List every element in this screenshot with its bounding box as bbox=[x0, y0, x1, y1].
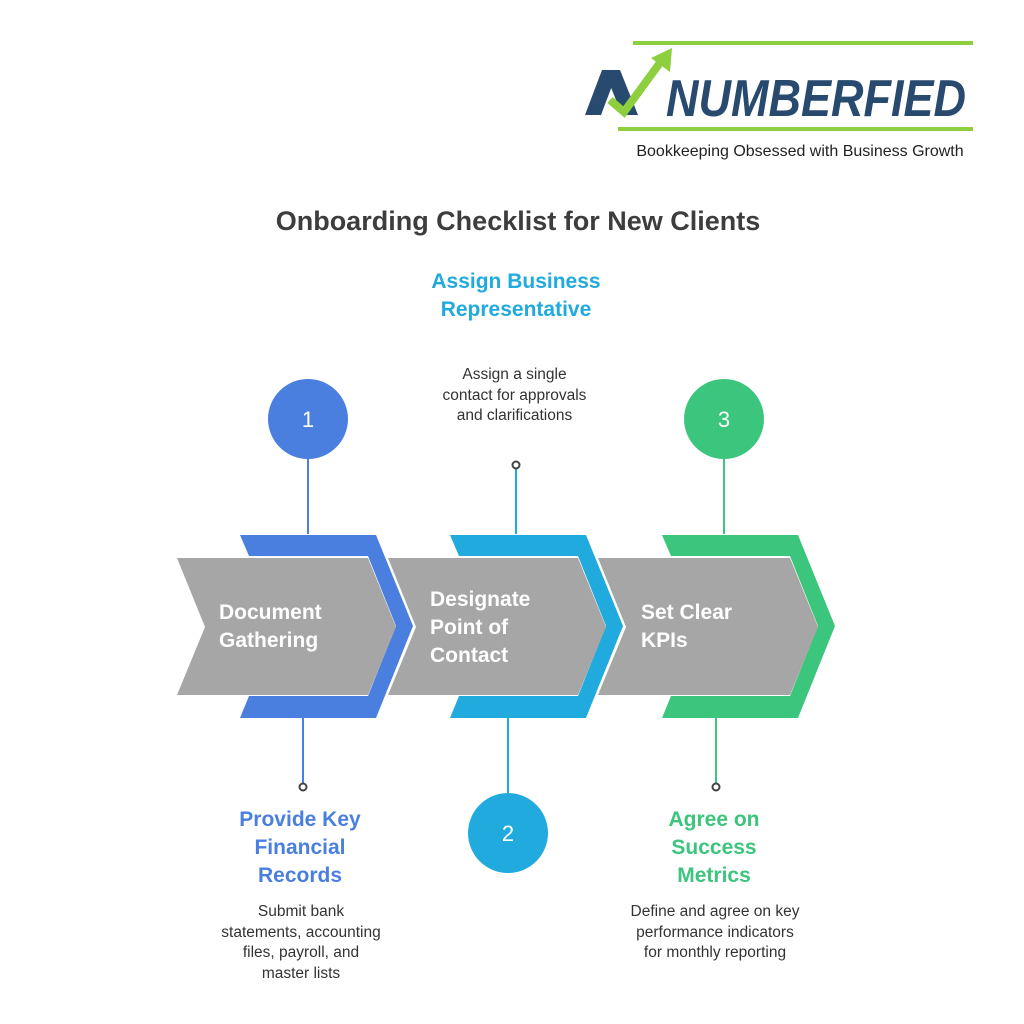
logo-top-rule bbox=[633, 41, 973, 45]
step-2-name: Designate Point of Contact bbox=[430, 588, 531, 667]
step-2-arrow bbox=[388, 558, 606, 695]
step-1-arrow bbox=[177, 558, 396, 695]
step-1-chevron bbox=[240, 535, 413, 718]
step-1-number-circle bbox=[268, 379, 348, 459]
step-1-connector-dot bbox=[298, 782, 308, 792]
step-1-callout-title: Provide Key Financial Records bbox=[239, 808, 361, 887]
numberfied-logo: NUMBERFIED bbox=[585, 41, 973, 131]
step-2-number-circle bbox=[468, 793, 548, 873]
step-1-callout-description: Submit bank statements, accounting files… bbox=[221, 903, 381, 982]
step-3-arrow bbox=[598, 558, 818, 695]
step-1-number: 1 bbox=[302, 407, 314, 432]
step-3-callout-description: Define and agree on key performance indi… bbox=[630, 903, 800, 961]
step-1-name: Document Gathering bbox=[219, 601, 322, 652]
step-2-callout-title: Assign Business Representative bbox=[431, 270, 601, 321]
step-3-number: 3 bbox=[718, 407, 730, 432]
step-3-connector-dot bbox=[711, 782, 721, 792]
step-2-number: 2 bbox=[502, 821, 514, 846]
step-3-callout-title: Agree on Success Metrics bbox=[668, 808, 760, 887]
logo-bottom-rule bbox=[618, 127, 973, 131]
page-title: Onboarding Checklist for New Clients bbox=[275, 206, 761, 236]
step-3-number-circle bbox=[684, 379, 764, 459]
step-3-name: Set Clear KPIs bbox=[641, 601, 733, 652]
logo-wordmark: NUMBERFIED bbox=[666, 70, 966, 128]
logo-tagline: Bookkeeping Obsessed with Business Growt… bbox=[636, 143, 964, 160]
step-2-callout-description: Assign a single contact for approvals an… bbox=[442, 366, 587, 424]
step-2-chevron bbox=[450, 535, 623, 718]
step-3-chevron bbox=[662, 535, 835, 718]
growth-arrow-icon bbox=[585, 48, 672, 118]
step-2-connector-dot bbox=[511, 460, 521, 470]
